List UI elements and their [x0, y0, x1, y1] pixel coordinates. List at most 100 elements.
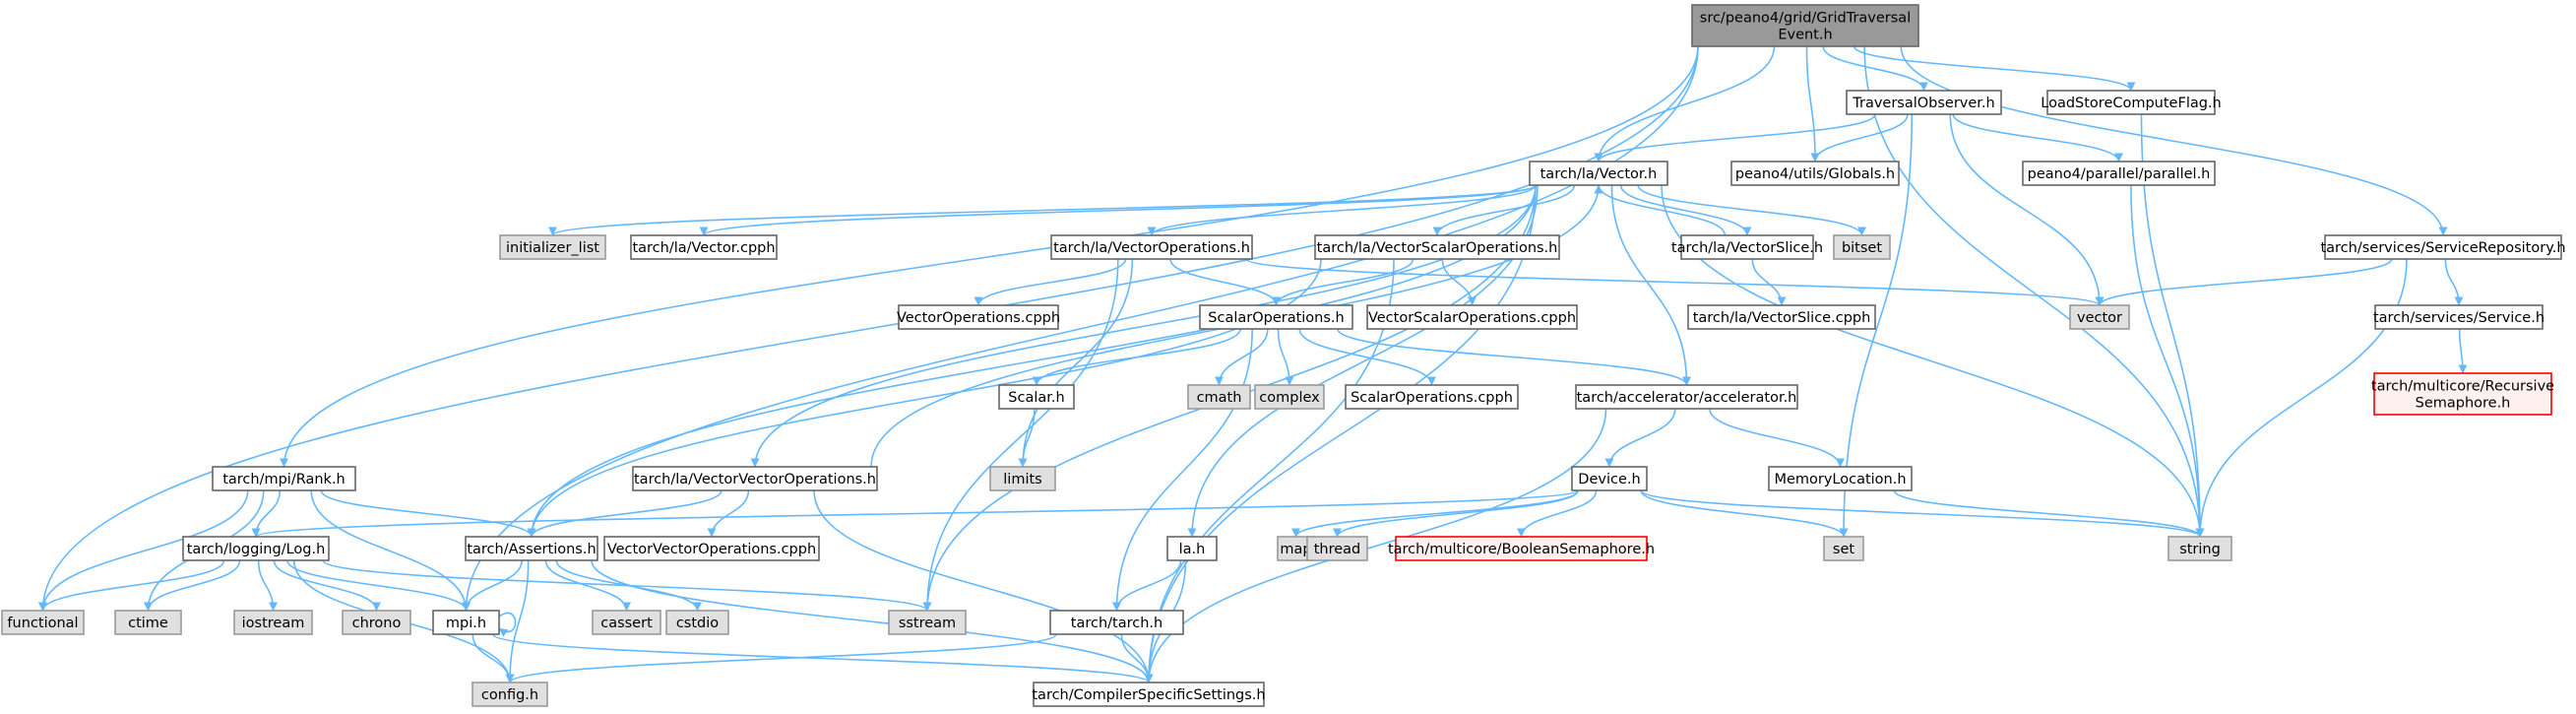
node-box [1050, 234, 1253, 260]
node-service-repository[interactable]: tarch/services/ServiceRepository.h [2320, 234, 2566, 260]
node-log-h[interactable]: tarch/logging/Log.h [182, 536, 330, 561]
node-vector-h[interactable]: tarch/la/Vector.h [1529, 161, 1668, 186]
node-string[interactable]: string [2168, 536, 2232, 561]
node-mpi-h[interactable]: mpi.h [432, 610, 500, 635]
node-complex[interactable]: complex [1254, 384, 1325, 410]
node-device-h[interactable]: Device.h [1571, 466, 1648, 491]
edge-vector-operations-to-sstream [922, 258, 1119, 612]
edge-log-h-to-chrono [273, 559, 381, 612]
node-scalar-operations-cpph[interactable]: ScalarOperations.cpph [1345, 384, 1519, 410]
edge-vector-scalar-operations-to-vector-scalar-operations-cpph [1441, 258, 1476, 306]
node-limits[interactable]: limits [989, 466, 1056, 491]
node-vector-vector-operations-cpph[interactable]: VectorVectorOperations.cpph [603, 536, 820, 561]
node-traversal-observer[interactable]: TraversalObserver.h [1846, 90, 2002, 115]
node-vector-operations[interactable]: tarch/la/VectorOperations.h [1050, 234, 1253, 260]
node-service-h[interactable]: tarch/services/Service.h [2373, 304, 2545, 330]
edge-vector-h-to-vector-scalar-operations [1432, 184, 1576, 236]
node-label: config.h [481, 687, 538, 703]
node-label: src/peano4/grid/GridTraversal [1700, 11, 1911, 27]
edge-memory-location-to-string [1893, 489, 2205, 538]
node-label: initializer_list [506, 240, 599, 256]
node-accelerator[interactable]: tarch/accelerator/accelerator.h [1575, 384, 1798, 410]
edge-assertions-h-to-config-h [505, 559, 530, 683]
node-thread[interactable]: thread [1306, 536, 1368, 561]
node-box [182, 536, 330, 561]
node-box [1199, 304, 1353, 330]
node-vector-scalar-operations-cpph[interactable]: VectorScalarOperations.cpph [1366, 304, 1578, 330]
node-cstdio[interactable]: cstdio [665, 610, 729, 635]
node-box [2374, 304, 2544, 330]
edge-vector-vector-operations-to-compiler-specific-settings [813, 489, 1154, 683]
node-box [1187, 384, 1251, 410]
node-label: tarch/logging/Log.h [187, 542, 326, 557]
node-label: mpi.h [446, 616, 486, 631]
node-label: cmath [1197, 390, 1242, 406]
node-boolean-semaphore[interactable]: tarch/multicore/BooleanSemaphore.h [1388, 536, 1655, 561]
node-label: set [1833, 542, 1854, 557]
node-config-h[interactable]: config.h [471, 682, 548, 707]
node-label: tarch/services/ServiceRepository.h [2320, 240, 2565, 256]
edge-vector-h-to-compiler-specific-settings [1144, 184, 1537, 683]
node-vector-cpph[interactable]: tarch/la/Vector.cpph [630, 234, 778, 260]
node-label: tarch/multicore/Recursive [2371, 379, 2554, 395]
node-box [1823, 536, 1864, 561]
edge-scalar-operations-to-accelerator [1337, 328, 1691, 386]
node-label: thread [1314, 542, 1361, 557]
node-box [1680, 234, 1814, 260]
edge-vector-h-to-vector-cpph [699, 184, 1537, 236]
node-peano4-parallel[interactable]: peano4/parallel/parallel.h [2022, 161, 2216, 186]
node-vector-slice-cpph[interactable]: tarch/la/VectorSlice.cpph [1687, 304, 1876, 330]
edge-service-h-to-recursive-semaphore [2458, 328, 2468, 374]
edge-traversal-observer-to-peano4-parallel [1952, 113, 2123, 162]
node-iostream[interactable]: iostream [233, 610, 313, 635]
node-box [1314, 234, 1560, 260]
node-vector-operations-cpph[interactable]: VectorOperations.cpph [897, 304, 1060, 330]
node-rank-h[interactable]: tarch/mpi/Rank.h [212, 466, 356, 491]
edge-rank-h-to-assertions-h [320, 489, 536, 538]
node-memory-location[interactable]: MemoryLocation.h [1768, 466, 1913, 491]
edge-device-h-to-string [1640, 489, 2205, 538]
node-vector-scalar-operations[interactable]: tarch/la/VectorScalarOperations.h [1314, 234, 1560, 260]
node-cassert[interactable]: cassert [592, 610, 661, 635]
node-box [432, 610, 500, 635]
node-assertions-h[interactable]: tarch/Assertions.h [465, 536, 598, 561]
edge-peano4-parallel-to-string [2130, 184, 2205, 538]
edge-mpi-h-to-config-h [471, 633, 515, 683]
node-initializer-list[interactable]: initializer_list [499, 234, 606, 260]
edge-scalar-operations-to-cmath [1215, 328, 1269, 386]
node-set[interactable]: set [1823, 536, 1864, 561]
node-scalar-h[interactable]: Scalar.h [998, 384, 1075, 410]
edge-rank-h-to-log-h [251, 489, 282, 538]
edge-vector-operations-to-std-vector [1245, 258, 2105, 306]
node-tarch-h[interactable]: tarch/tarch.h [1049, 610, 1184, 635]
node-box [1571, 466, 1648, 491]
node-box [499, 234, 606, 260]
node-vector-slice[interactable]: tarch/la/VectorSlice.h [1671, 234, 1823, 260]
node-box [1687, 304, 1876, 330]
node-load-store-compute-flag[interactable]: LoadStoreComputeFlag.h [2041, 90, 2222, 115]
node-peano4-globals[interactable]: peano4/utils/Globals.h [1730, 161, 1900, 186]
node-label: peano4/utils/Globals.h [1735, 166, 1895, 182]
edge-la-h-to-tarch-h [1112, 559, 1182, 612]
node-label: Scalar.h [1008, 390, 1064, 406]
node-sstream[interactable]: sstream [888, 610, 967, 635]
node-scalar-operations[interactable]: ScalarOperations.h [1199, 304, 1353, 330]
node-std-vector[interactable]: vector [2069, 304, 2130, 330]
node-chrono[interactable]: chrono [342, 610, 411, 635]
node-box [1033, 682, 1265, 707]
edge-device-h-to-thread [1333, 489, 1579, 538]
node-box [212, 466, 356, 491]
edge-rank-h-to-mpi-h [310, 489, 471, 612]
node-cmath[interactable]: cmath [1187, 384, 1251, 410]
edge-scalar-operations-to-tarch-h [1112, 328, 1253, 612]
node-label: tarch/Assertions.h [467, 542, 596, 557]
node-label: tarch/la/Vector.h [1540, 166, 1658, 182]
node-vector-vector-operations[interactable]: tarch/la/VectorVectorOperations.h [632, 466, 878, 491]
node-compiler-specific-settings[interactable]: tarch/CompilerSpecificSettings.h [1032, 682, 1266, 707]
node-la-h[interactable]: la.h [1166, 536, 1218, 561]
node-ctime[interactable]: ctime [114, 610, 182, 635]
node-functional[interactable]: functional [1, 610, 85, 635]
node-bitset[interactable]: bitset [1833, 234, 1891, 260]
